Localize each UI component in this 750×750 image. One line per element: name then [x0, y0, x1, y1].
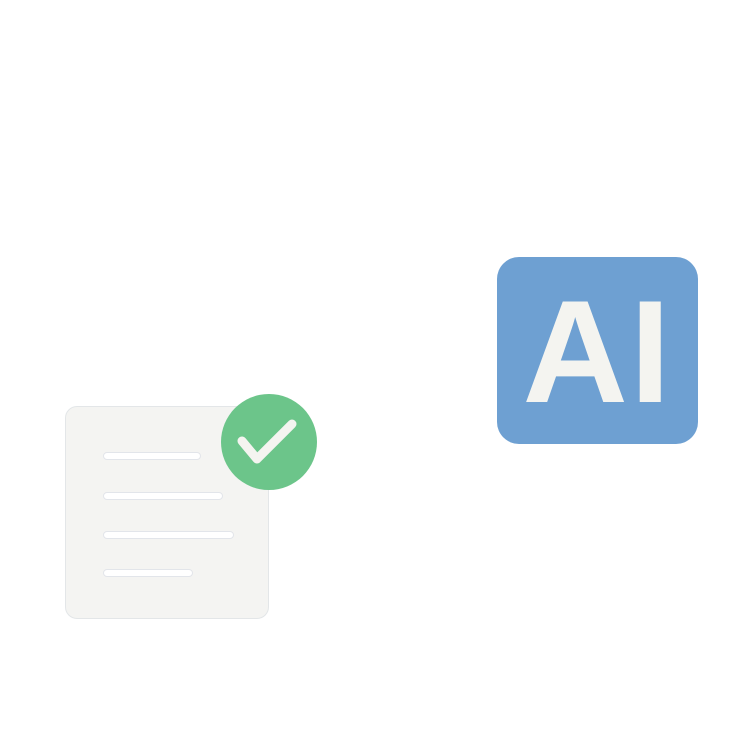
- checkmark-badge: [221, 394, 317, 490]
- checkmark-icon: [237, 419, 297, 464]
- document-text-line: [103, 569, 193, 577]
- ai-label: AI: [522, 269, 673, 433]
- document-text-line: [103, 492, 223, 500]
- document-text-line: [103, 531, 234, 539]
- ai-tile: AI: [497, 257, 698, 444]
- document-text-line: [103, 452, 201, 460]
